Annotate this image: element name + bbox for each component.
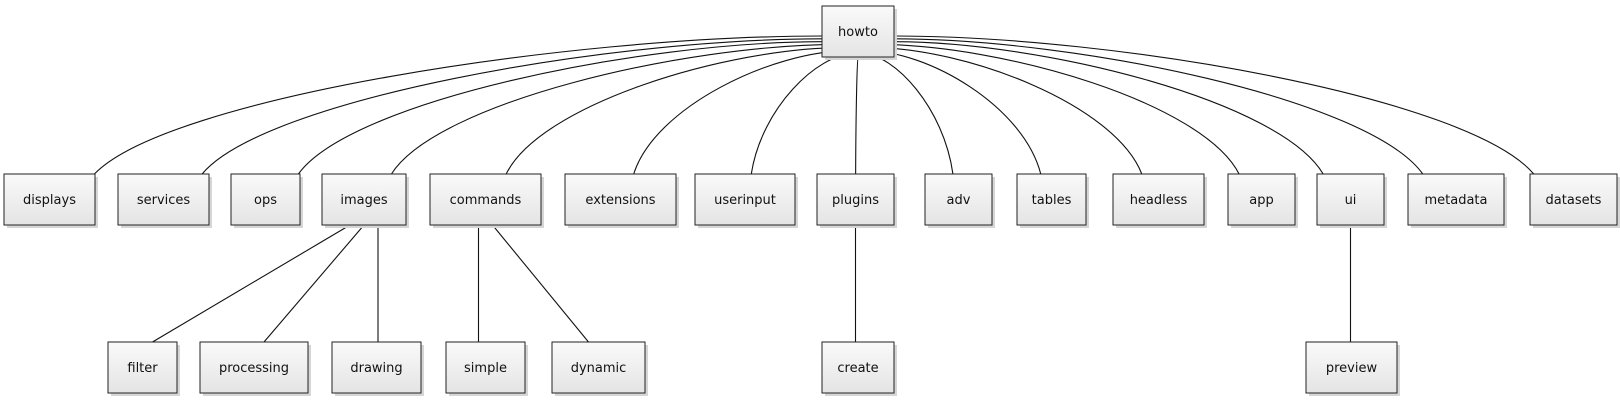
node-extensions[interactable]: extensions: [564, 173, 679, 228]
node-label-adv: adv: [947, 193, 971, 208]
edges-layer: [94, 35, 1535, 343]
node-box: [564, 173, 677, 226]
node-ops[interactable]: ops: [230, 173, 303, 228]
node-label-howto: howto: [838, 25, 878, 40]
node-label-filter: filter: [127, 361, 158, 376]
node-label-create: create: [837, 361, 878, 376]
node-label-metadata: metadata: [1424, 193, 1487, 208]
node-box: [821, 341, 895, 394]
edge-images-processing: [263, 224, 365, 343]
node-label-dynamic: dynamic: [571, 361, 627, 376]
edge-howto-headless: [871, 47, 1143, 175]
edge-images-filter: [152, 224, 351, 343]
edge-howto-userinput: [750, 53, 854, 175]
node-create[interactable]: create: [821, 341, 897, 396]
node-box: [1316, 173, 1385, 226]
node-label-datasets: datasets: [1546, 193, 1602, 208]
edge-howto-extensions: [633, 50, 849, 175]
edge-howto-app: [876, 43, 1240, 175]
node-label-app: app: [1249, 193, 1273, 208]
node-app[interactable]: app: [1227, 173, 1298, 228]
node-box: [1529, 173, 1618, 226]
edge-howto-services: [201, 38, 823, 175]
edge-howto-tables: [867, 50, 1042, 175]
node-images[interactable]: images: [321, 173, 409, 228]
node-label-tables: tables: [1032, 193, 1072, 208]
node-processing[interactable]: processing: [199, 341, 311, 396]
node-services[interactable]: services: [117, 173, 212, 228]
node-box: [199, 341, 309, 394]
edge-howto-adv: [862, 53, 954, 175]
edge-howto-ops: [297, 41, 823, 175]
node-commands[interactable]: commands: [429, 173, 544, 228]
node-tables[interactable]: tables: [1016, 173, 1089, 228]
node-label-services: services: [137, 193, 191, 208]
node-ui[interactable]: ui: [1316, 173, 1387, 228]
node-box: [1305, 341, 1398, 394]
node-label-drawing: drawing: [350, 361, 402, 376]
node-label-images: images: [340, 193, 387, 208]
node-box: [1407, 173, 1505, 226]
node-box: [230, 173, 301, 226]
node-label-headless: headless: [1130, 193, 1188, 208]
node-box: [321, 173, 407, 226]
edge-howto-datasets: [893, 35, 1535, 175]
node-box: [445, 341, 526, 394]
node-drawing[interactable]: drawing: [331, 341, 424, 396]
node-box: [551, 341, 646, 394]
node-box: [1112, 173, 1205, 226]
edge-commands-dynamic: [492, 224, 589, 343]
node-preview[interactable]: preview: [1305, 341, 1400, 396]
node-box: [694, 173, 796, 226]
node-datasets[interactable]: datasets: [1529, 173, 1620, 228]
node-box: [1227, 173, 1296, 226]
node-label-ops: ops: [254, 193, 277, 208]
node-box: [821, 5, 895, 58]
node-metadata[interactable]: metadata: [1407, 173, 1507, 228]
edge-howto-commands: [505, 47, 845, 175]
node-box: [331, 341, 422, 394]
edge-howto-displays: [94, 35, 823, 175]
edge-howto-images: [390, 43, 840, 175]
node-plugins[interactable]: plugins: [816, 173, 897, 228]
node-filter[interactable]: filter: [107, 341, 180, 396]
node-dynamic[interactable]: dynamic: [551, 341, 648, 396]
node-label-userinput: userinput: [714, 193, 776, 208]
node-simple[interactable]: simple: [445, 341, 528, 396]
node-label-processing: processing: [219, 361, 289, 376]
node-adv[interactable]: adv: [924, 173, 995, 228]
nodes-layer: howto displays services ops images filter proc…: [3, 5, 1620, 396]
node-box: [429, 173, 542, 226]
node-label-displays: displays: [23, 193, 76, 208]
node-label-preview: preview: [1326, 361, 1378, 376]
node-box: [107, 341, 178, 394]
node-box: [1016, 173, 1087, 226]
node-label-extensions: extensions: [585, 193, 655, 208]
edge-howto-plugins: [855, 56, 859, 175]
node-label-commands: commands: [450, 193, 522, 208]
node-headless[interactable]: headless: [1112, 173, 1207, 228]
node-box: [3, 173, 96, 226]
node-label-plugins: plugins: [832, 193, 879, 208]
edge-howto-metadata: [893, 38, 1424, 175]
node-howto[interactable]: howto: [821, 5, 897, 60]
node-box: [816, 173, 895, 226]
node-label-ui: ui: [1345, 193, 1357, 208]
node-userinput[interactable]: userinput: [694, 173, 798, 228]
node-box: [117, 173, 210, 226]
node-displays[interactable]: displays: [3, 173, 98, 228]
node-label-simple: simple: [464, 361, 507, 376]
node-box: [924, 173, 993, 226]
edge-howto-ui: [893, 41, 1324, 175]
